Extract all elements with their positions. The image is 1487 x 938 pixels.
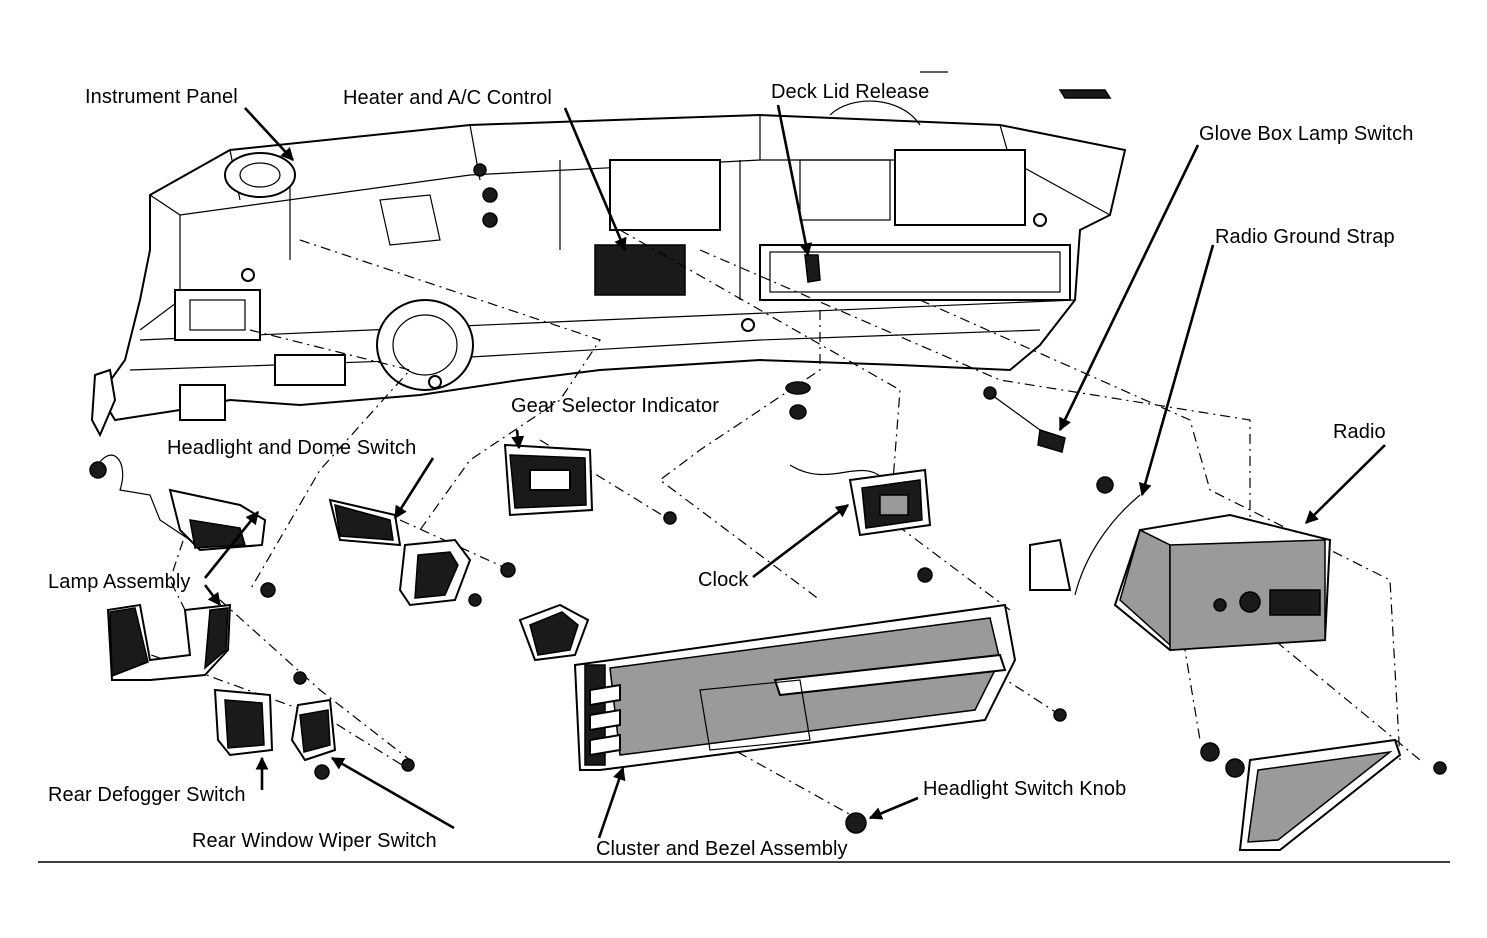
rear-switches-group <box>213 671 415 780</box>
label-rear-window-wiper-switch: Rear Window Wiper Switch <box>192 830 437 852</box>
instrument-panel-carrier <box>90 71 1127 438</box>
headlight-dome-switch-group <box>328 498 590 662</box>
label-clock: Clock <box>698 569 749 591</box>
clock-part <box>785 381 933 583</box>
label-rear-defogger-switch: Rear Defogger Switch <box>48 784 246 806</box>
label-deck-lid-release: Deck Lid Release <box>771 81 930 103</box>
label-instrument-panel: Instrument Panel <box>85 86 238 108</box>
label-heater-ac-control: Heater and A/C Control <box>343 87 552 109</box>
label-gear-selector-indicator: Gear Selector Indicator <box>511 395 719 417</box>
label-cluster-bezel-assembly: Cluster and Bezel Assembly <box>596 838 848 860</box>
lamp-assembly-switch-group <box>89 454 276 681</box>
gear-selector-indicator-part <box>503 443 677 525</box>
label-radio: Radio <box>1333 421 1386 443</box>
glove-box-door-part <box>1238 738 1402 851</box>
glove-box-lamp-switch-part <box>983 386 1066 453</box>
label-lamp-assembly: Lamp Assembly <box>48 571 191 593</box>
label-headlight-switch-knob: Headlight Switch Knob <box>923 778 1127 800</box>
label-radio-ground-strap: Radio Ground Strap <box>1215 226 1395 248</box>
cluster-bezel-assembly-part <box>573 603 1067 834</box>
label-glove-box-lamp-switch: Glove Box Lamp Switch <box>1199 123 1414 145</box>
radio-part <box>1029 476 1447 778</box>
leader-lines <box>203 104 1386 839</box>
label-headlight-dome-switch: Headlight and Dome Switch <box>167 437 417 459</box>
